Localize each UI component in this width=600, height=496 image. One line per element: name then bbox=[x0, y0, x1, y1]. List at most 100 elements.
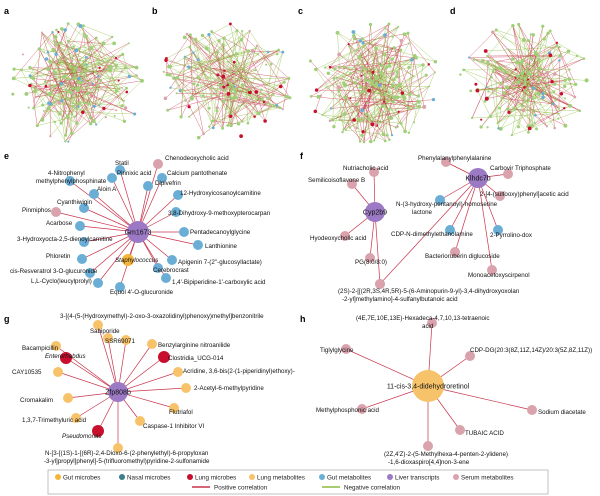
network-node bbox=[72, 69, 76, 73]
network-node bbox=[378, 79, 382, 83]
network-edge bbox=[359, 34, 386, 58]
network-node bbox=[78, 24, 83, 28]
network-node bbox=[164, 57, 168, 60]
network-node bbox=[414, 103, 417, 106]
network-node bbox=[511, 24, 515, 28]
network-edge bbox=[348, 32, 409, 45]
panel-g-star-network: 3-[(4-(5-(Hydroxymethyl)-2-oxo-3-oxazoli… bbox=[12, 313, 295, 465]
metabolite-node bbox=[63, 393, 73, 403]
network-node bbox=[71, 86, 75, 90]
network-node bbox=[527, 78, 530, 81]
network-node bbox=[92, 104, 96, 108]
metabolite-node bbox=[60, 352, 72, 364]
metabolite-node bbox=[89, 189, 99, 199]
metabolite-node bbox=[103, 333, 113, 343]
network-node bbox=[183, 55, 186, 58]
network-node bbox=[407, 107, 411, 111]
network-edge bbox=[165, 60, 168, 75]
network-node bbox=[383, 93, 387, 96]
network-node bbox=[387, 108, 391, 112]
network-node bbox=[230, 79, 234, 83]
network-node bbox=[338, 118, 341, 122]
network-node bbox=[527, 126, 532, 131]
network-node bbox=[60, 99, 64, 103]
network-node bbox=[46, 51, 50, 54]
network-node bbox=[336, 85, 341, 90]
hub-label-g: Zfp808b bbox=[105, 390, 131, 397]
label-f-sulfooxy: 2-[4-(sulfooxy)phenyl]acetic acid bbox=[480, 191, 569, 198]
legend-label: Lung metabolites bbox=[257, 475, 305, 482]
panel-f-nodes bbox=[340, 157, 513, 289]
network-node bbox=[241, 120, 244, 123]
network-node bbox=[44, 84, 48, 88]
network-edge bbox=[184, 56, 222, 90]
network-node bbox=[125, 90, 129, 94]
network-node bbox=[89, 122, 93, 126]
network-node bbox=[266, 100, 270, 104]
label-f-hyodeoxycholic: Hyodeoxycholic acid bbox=[310, 235, 367, 242]
network-node bbox=[108, 68, 112, 73]
network-node bbox=[111, 35, 114, 39]
network-node bbox=[75, 65, 78, 68]
correlation-edge bbox=[137, 163, 159, 233]
network-node bbox=[520, 104, 524, 108]
label-e-statil: Statil bbox=[115, 160, 129, 167]
network-edge bbox=[360, 67, 371, 81]
legend-label: Nasal microbes bbox=[127, 475, 170, 482]
network-node bbox=[356, 117, 360, 122]
network-node bbox=[483, 99, 487, 103]
network-edge bbox=[212, 38, 225, 122]
network-edge bbox=[75, 68, 86, 103]
network-edge bbox=[338, 88, 415, 109]
correlation-edge bbox=[379, 177, 479, 285]
network-node bbox=[121, 86, 124, 89]
network-node bbox=[523, 95, 526, 98]
network-node bbox=[265, 63, 268, 66]
network-edge bbox=[65, 89, 94, 122]
network-node bbox=[352, 118, 357, 122]
metabolite-node bbox=[193, 240, 203, 250]
label-e-lanthionine: Lanthionine bbox=[205, 243, 238, 250]
network-node bbox=[557, 117, 560, 120]
network-edge bbox=[537, 30, 551, 56]
network-edge bbox=[404, 34, 436, 62]
network-edge bbox=[98, 62, 109, 69]
network-node bbox=[260, 97, 264, 101]
network-edge bbox=[21, 69, 36, 98]
metabolite-node bbox=[347, 179, 357, 189]
network-node bbox=[377, 62, 380, 65]
network-edge bbox=[477, 90, 491, 117]
network-node bbox=[215, 50, 219, 54]
label-e-resveratrol: cis-Resveratrol 3-O-glucuronide bbox=[10, 268, 98, 275]
network-node bbox=[362, 89, 366, 93]
network-node bbox=[527, 131, 530, 134]
network-node bbox=[516, 80, 521, 85]
network-edge bbox=[398, 50, 402, 85]
network-edge bbox=[195, 39, 287, 97]
network-node bbox=[165, 72, 169, 77]
network-node bbox=[514, 68, 517, 71]
network-node bbox=[575, 54, 579, 58]
network-node bbox=[254, 46, 258, 50]
network-node bbox=[188, 45, 192, 49]
network-edge bbox=[537, 45, 557, 56]
network-node bbox=[497, 127, 500, 130]
network-edge bbox=[368, 106, 425, 119]
network-node bbox=[53, 39, 56, 43]
network-node bbox=[247, 88, 251, 92]
correlation-edge bbox=[57, 371, 119, 393]
network-node bbox=[87, 69, 90, 72]
metabolite-node bbox=[153, 159, 163, 169]
network-node bbox=[91, 82, 94, 85]
network-edge bbox=[234, 61, 268, 86]
network-node bbox=[269, 62, 273, 66]
network-node bbox=[507, 48, 510, 51]
network-node bbox=[424, 73, 428, 77]
network-node bbox=[273, 104, 276, 108]
legend-label: Gut metabolites bbox=[327, 475, 371, 482]
metabolite-node bbox=[93, 278, 103, 288]
label-f-monoacetoxy: Monoacetoxyscirpenol bbox=[468, 272, 530, 279]
network-node bbox=[35, 124, 39, 128]
label-e-hydroxyicosanoyl: 12-Hydroxyicosanoylcarnitine bbox=[180, 190, 261, 197]
network-edge bbox=[52, 32, 73, 79]
